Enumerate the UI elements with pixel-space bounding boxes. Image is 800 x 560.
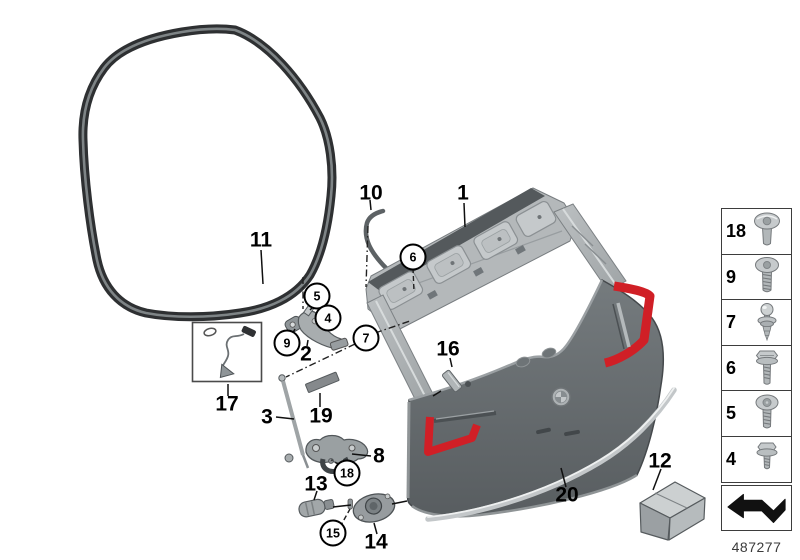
hex-flange-bolt-icon (755, 350, 779, 385)
callout-circle-9[interactable]: 9 (273, 329, 301, 357)
legend-item-5[interactable]: 5 (721, 390, 792, 437)
part-tailgate-panel (406, 278, 665, 518)
hex-washer-screw-icon (756, 442, 778, 470)
legend-label: 4 (726, 448, 737, 469)
callout-1[interactable]: 1 (457, 181, 469, 205)
left-taillight (424, 410, 497, 456)
part-buffer (298, 498, 335, 518)
pan-head-screw-icon (754, 212, 780, 245)
part-pad (305, 371, 340, 393)
legend-label: 9 (726, 266, 737, 287)
legend-item-7[interactable]: 7 (721, 299, 792, 346)
legend-item-9[interactable]: 9 (721, 253, 792, 301)
part-tailgate-frame (365, 187, 627, 404)
callout-circle-4[interactable]: 4 (314, 304, 342, 332)
part-hose-kit (191, 321, 263, 383)
callout-circle-6[interactable]: 6 (399, 243, 427, 271)
part-repair-kit-box (639, 481, 706, 541)
callout-17[interactable]: 17 (215, 392, 239, 416)
callout-19[interactable]: 19 (309, 404, 333, 428)
callout-3[interactable]: 3 (261, 405, 273, 429)
legend-label: 7 (726, 312, 737, 332)
brand-roundel (551, 387, 571, 407)
callout-16[interactable]: 16 (436, 337, 460, 361)
legend-label: 6 (726, 357, 737, 378)
part-seal (78, 24, 337, 322)
torx-screw-icon (755, 257, 779, 293)
part-trim-strip (425, 387, 677, 522)
callout-13[interactable]: 13 (304, 472, 328, 496)
part-lock-pin (347, 498, 353, 510)
callout-circle-18[interactable]: 18 (333, 459, 361, 487)
legend-item-18[interactable]: 18 (721, 208, 792, 255)
part-sensor-strip (441, 369, 463, 393)
callout-circle-7[interactable]: 7 (352, 324, 380, 352)
part-gas-strut (278, 374, 310, 469)
direction-arrow-icon (726, 493, 786, 523)
diagram-number: 487277 (731, 539, 782, 555)
part-drain-hose (363, 208, 390, 272)
callout-20[interactable]: 20 (555, 483, 579, 507)
callout-12[interactable]: 12 (648, 449, 672, 473)
fastener-legend: 18 9 7 6 (721, 208, 792, 531)
callout-14[interactable]: 14 (364, 530, 388, 554)
callout-circle-15[interactable]: 15 (319, 519, 347, 547)
legend-label: 5 (726, 403, 737, 423)
legend-item-6[interactable]: 6 (721, 344, 792, 392)
torx-pan-head-screw-icon (755, 394, 779, 428)
part-lock (347, 493, 396, 523)
callout-11[interactable]: 11 (249, 228, 273, 252)
ball-stud-icon (757, 302, 777, 341)
legend-item-4[interactable]: 4 (721, 435, 792, 483)
right-taillight (603, 281, 655, 368)
callout-8[interactable]: 8 (373, 444, 385, 468)
callout-2[interactable]: 2 (300, 342, 312, 366)
legend-label: 18 (726, 221, 747, 241)
callout-10[interactable]: 10 (359, 181, 383, 205)
reference-lines (285, 225, 415, 528)
legend-direction-box[interactable] (721, 484, 792, 531)
